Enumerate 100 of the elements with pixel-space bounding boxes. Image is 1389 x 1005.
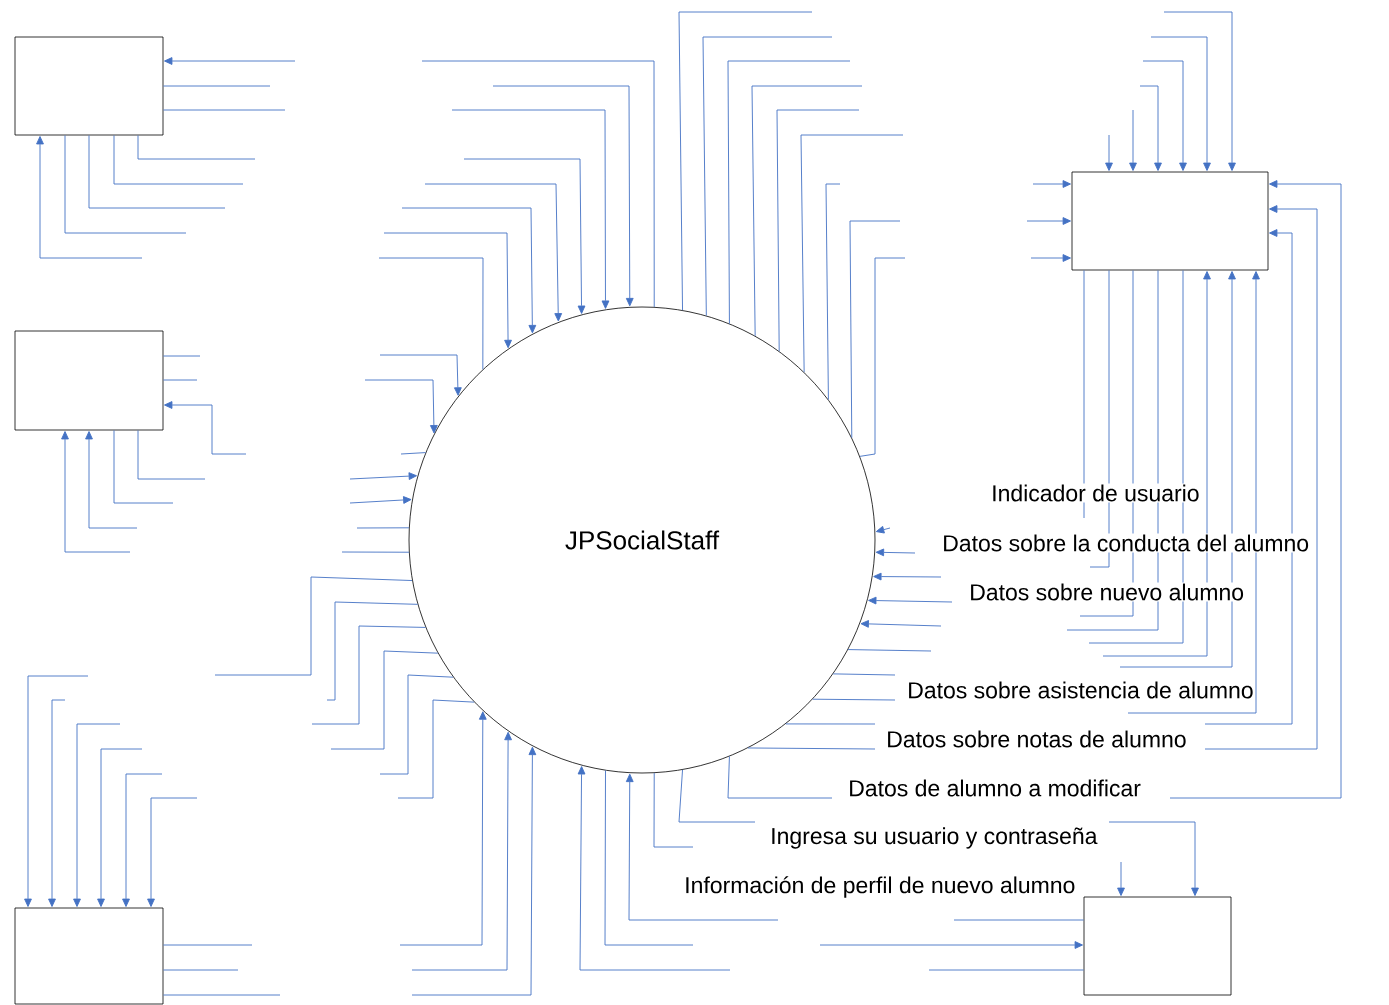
arrow (1117, 861, 1125, 896)
connector-line (785, 723, 876, 725)
flow-label: Datos sobre notas de alumno (885, 729, 1188, 749)
connector-line (812, 698, 896, 701)
connector-line (162, 944, 253, 946)
arrow (1142, 60, 1187, 171)
flow-label: Datos sobre asistencia de alumno (906, 680, 1255, 700)
connector-line (137, 134, 256, 160)
connector-line (88, 134, 226, 209)
connector-line (847, 649, 932, 652)
arrow (1026, 217, 1071, 225)
connector-line (747, 747, 876, 750)
arrow (463, 158, 586, 314)
connector-line (64, 134, 187, 234)
arrow (399, 711, 487, 946)
arrow (122, 773, 163, 907)
connector-line (162, 969, 239, 971)
entity-box (14, 907, 164, 1005)
connector-line (776, 109, 860, 352)
connector-line (832, 673, 896, 676)
arrow (860, 620, 942, 628)
arrow (873, 572, 942, 581)
arrow (349, 496, 412, 504)
connector-line (341, 551, 410, 553)
arrow (875, 525, 891, 534)
arrow (364, 379, 438, 434)
arrow (451, 109, 610, 309)
connector-line (137, 429, 206, 480)
entity-box (1071, 171, 1269, 271)
connector-line (397, 699, 475, 799)
connector-line (326, 601, 419, 701)
arrow (36, 136, 143, 259)
arrow (401, 207, 537, 334)
connector-line (1079, 269, 1134, 617)
entity-box (14, 36, 164, 136)
arrow (48, 699, 66, 907)
connector-line (678, 11, 813, 311)
connector-line (825, 183, 841, 400)
arrow (85, 431, 138, 529)
arrow (875, 548, 916, 557)
connector-line (162, 109, 286, 111)
connector-line (653, 772, 694, 848)
connector-line (751, 85, 863, 337)
connector-line (162, 85, 271, 87)
connector-line (378, 257, 484, 370)
connector-line (379, 674, 454, 775)
arrow (1139, 85, 1162, 171)
connector-line (678, 769, 756, 823)
connector-line (421, 60, 655, 308)
arrow (1163, 11, 1236, 171)
connector-line (859, 257, 906, 457)
arrow (1129, 109, 1137, 171)
connector-line (800, 134, 904, 373)
arrow (164, 57, 296, 65)
arrow (1102, 271, 1211, 657)
arrow (1032, 180, 1071, 188)
connector-line (214, 576, 413, 676)
arrow (147, 797, 198, 907)
flow-label: Ingresa su usuario y contraseña (769, 826, 1099, 850)
connector-line (330, 650, 439, 750)
connector-line (113, 429, 174, 504)
connector-line (702, 36, 833, 317)
connector-line (162, 355, 201, 357)
arrow (1108, 821, 1199, 896)
connector-line (1089, 269, 1110, 568)
arrow (424, 183, 563, 322)
connector-line (311, 625, 427, 725)
arrow (868, 596, 953, 605)
connector-line (953, 919, 1085, 921)
arrow (24, 675, 89, 907)
arrow (1150, 36, 1211, 171)
arrow (492, 85, 634, 307)
arrow (411, 731, 512, 971)
connector-line (400, 452, 427, 455)
connector-line (1083, 269, 1085, 519)
connector-line (727, 60, 851, 325)
arrow (819, 941, 1083, 949)
connector-line (356, 527, 410, 529)
entity-box (14, 330, 164, 431)
connector-line (162, 994, 281, 996)
arrow (379, 354, 462, 396)
arrow (97, 748, 143, 907)
arrow (383, 232, 512, 349)
arrow (73, 723, 121, 907)
connector-line (162, 379, 198, 381)
entity-box (1083, 896, 1232, 996)
connector-line (1088, 269, 1184, 644)
arrow (1105, 134, 1113, 171)
arrow (625, 773, 779, 921)
arrow (1204, 229, 1293, 725)
arrow (1119, 271, 1236, 668)
flow-label: Datos sobre la conducta del alumno (941, 533, 1311, 553)
arrow (164, 401, 247, 455)
arrow (1204, 205, 1318, 750)
connector-line (928, 969, 1085, 971)
arrow (1169, 180, 1342, 799)
arrow (577, 766, 731, 971)
connector-line (1066, 269, 1159, 631)
connector-line (113, 134, 244, 185)
arrow (1127, 271, 1260, 714)
